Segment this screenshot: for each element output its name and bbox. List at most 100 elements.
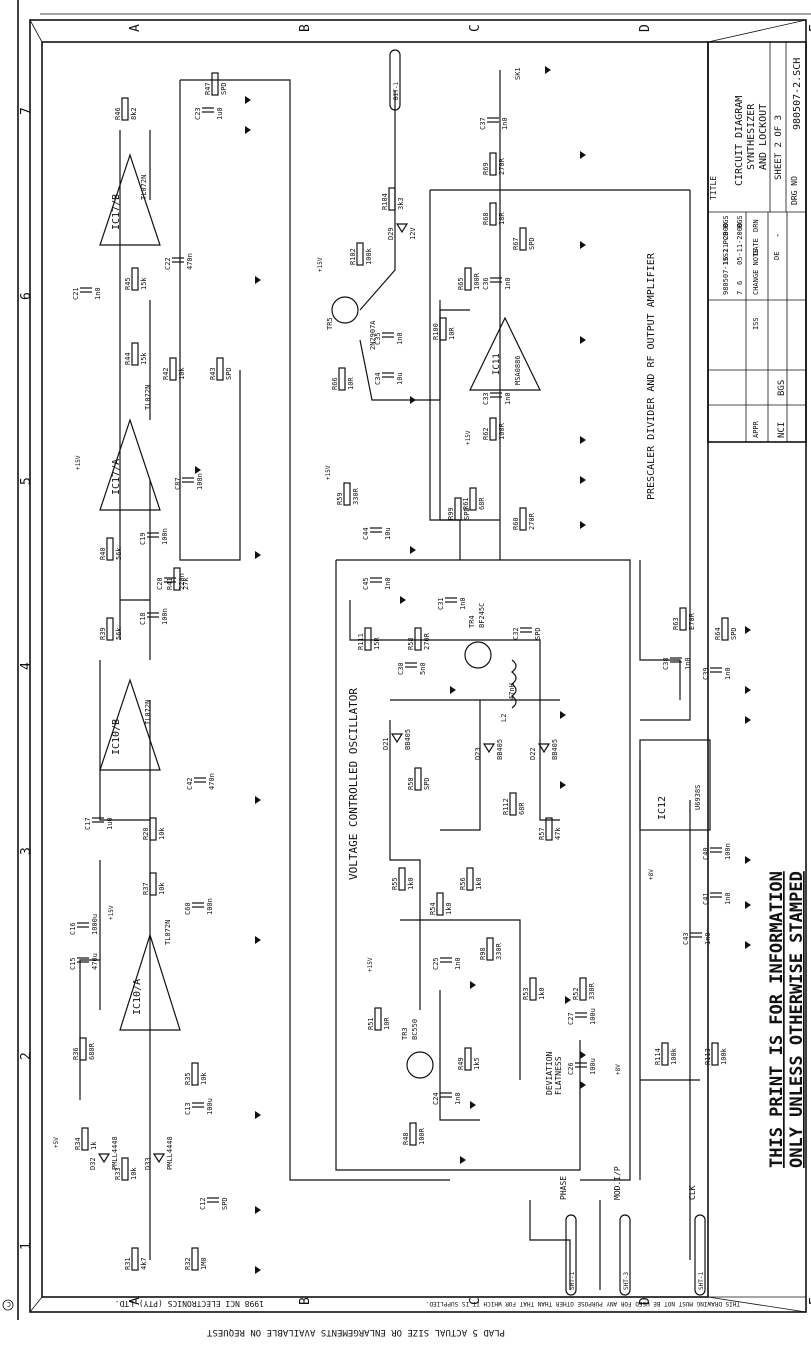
corner-tl bbox=[29, 19, 43, 43]
resistor-r35-body bbox=[191, 1062, 199, 1086]
capacitor-c16-ref: C16 bbox=[69, 922, 77, 935]
capacitor-c26-ref: C26 bbox=[567, 1062, 575, 1075]
stamp-line-2: ONLY UNLESS OTHERWISE STAMPED bbox=[787, 871, 807, 1168]
clk-ref: SHT-1 bbox=[698, 1272, 705, 1290]
resistor-r64-ref: R64 bbox=[714, 627, 722, 640]
resistor-r43-body bbox=[216, 357, 224, 381]
tr3-part: BC550 bbox=[411, 1019, 419, 1040]
diode-d22-symbol bbox=[537, 743, 551, 754]
title-line-1: CIRCUIT DIAGRAM bbox=[734, 96, 745, 186]
resistor-r33-value: 10k bbox=[130, 1167, 138, 1180]
resistor-r102-body bbox=[356, 242, 364, 266]
resistor-r62-body bbox=[489, 417, 497, 441]
resistor-r113-body bbox=[711, 1042, 719, 1066]
resistor-r39-body bbox=[106, 617, 114, 641]
resistor-r59-value: 330R bbox=[352, 487, 360, 505]
bottom-note: PLAD 5 ACTUAL SIZE OR ENLARGEMENTS AVAIL… bbox=[206, 1327, 505, 1337]
resistor-r33-body bbox=[121, 1157, 129, 1181]
resistor-r55-ref: R55 bbox=[391, 877, 399, 890]
resistor-r99-ref: R99 bbox=[447, 507, 455, 520]
ground-icon bbox=[580, 476, 586, 484]
capacitor-c22-ref: C22 bbox=[164, 257, 172, 270]
resistor-r98-body bbox=[486, 937, 494, 961]
resistor-r20-ref: R20 bbox=[142, 827, 150, 840]
ground-icon bbox=[745, 686, 751, 694]
resistor-r36-body bbox=[79, 1037, 87, 1061]
grid-row-1: 1 bbox=[19, 1242, 34, 1250]
capacitor-c21-ref: C21 bbox=[72, 287, 80, 300]
modip-ref: SHT-3 bbox=[623, 1272, 630, 1290]
ground-icon bbox=[580, 151, 586, 159]
resistor-r34-ref: R34 bbox=[74, 1137, 82, 1150]
outer-frame bbox=[29, 19, 807, 1313]
capacitor-c13-value: 100u bbox=[206, 1098, 214, 1115]
resistor-r112-value: 68R bbox=[518, 802, 526, 815]
ground-icon bbox=[195, 466, 201, 474]
diode-d22-part: BB405 bbox=[551, 739, 559, 760]
resistor-r56-body bbox=[466, 867, 474, 891]
supply-rail-label-4: +15V bbox=[367, 957, 374, 972]
resistor-r100-ref: R100 bbox=[432, 323, 440, 340]
resistor-r53-value: 1k0 bbox=[538, 987, 546, 1000]
resistor-r65-body bbox=[464, 267, 472, 291]
rev-2-drn: BGS bbox=[736, 215, 744, 228]
resistor-r68-ref: R68 bbox=[482, 212, 490, 225]
ground-icon bbox=[255, 1111, 261, 1119]
capacitor-c34-value: 10u bbox=[396, 372, 404, 385]
capacitor-c37-ref: C37 bbox=[479, 117, 487, 130]
capacitor-c44-ref: C44 bbox=[362, 527, 370, 540]
resistor-r54-value: 1k0 bbox=[445, 902, 453, 915]
title-line-2: SYNTHESIZER bbox=[746, 103, 757, 170]
capacitor-c15-value: 470u bbox=[91, 953, 99, 970]
ground-icon bbox=[460, 1156, 466, 1164]
resistor-r111-ref: R111 bbox=[357, 633, 365, 650]
capacitor-c16-value: 1000u bbox=[91, 914, 99, 935]
capacitor-c20-value: 220n bbox=[178, 573, 186, 590]
resistor-r104-ref: R104 bbox=[381, 193, 389, 210]
supply-rail-label-1: +15V bbox=[325, 465, 332, 480]
resistor-r66-body bbox=[338, 367, 346, 391]
capacitor-c35-ref: C35 bbox=[374, 332, 382, 345]
resistor-r40-value: 56k bbox=[115, 547, 123, 560]
resistor-r99-body bbox=[454, 497, 462, 521]
resistor-r55-value: 1k0 bbox=[407, 877, 415, 890]
ground-icon bbox=[565, 996, 571, 1004]
resistor-r41-value: 27k bbox=[182, 577, 190, 590]
grid-columns-bottom: ABCDEFG bbox=[128, 1297, 811, 1305]
capacitor-c24-value: 1n0 bbox=[454, 1092, 462, 1105]
resistor-r45-body bbox=[131, 267, 139, 291]
capacitor-c32-value: SPD bbox=[534, 627, 542, 640]
resistor-r31-value: 4k7 bbox=[140, 1257, 148, 1270]
ground-icon bbox=[745, 901, 751, 909]
grid-col-bottom-a: A bbox=[128, 1297, 143, 1305]
capacitor-c30-value: 5n0 bbox=[419, 662, 427, 675]
resistor-r61-ref: R61 bbox=[462, 497, 470, 510]
supply-rail-label-6: +5V bbox=[53, 1137, 60, 1148]
resistor-r100-body bbox=[439, 317, 447, 341]
ic12-box bbox=[639, 739, 711, 831]
opamp-ic10b bbox=[99, 678, 161, 771]
bit1-ref: BIT-1 bbox=[393, 82, 400, 100]
rev-2-date: 05-11-2000 bbox=[736, 223, 744, 265]
resistor-r43-ref: R43 bbox=[209, 367, 217, 380]
resistor-r113-ref: R113 bbox=[704, 1048, 712, 1065]
resistor-r62-value: 100R bbox=[498, 422, 506, 440]
resistor-r61-body bbox=[469, 487, 477, 511]
resistor-r54-body bbox=[436, 892, 444, 916]
ic12-part: U6938S bbox=[694, 785, 702, 810]
resistor-r46-body bbox=[121, 97, 129, 121]
diode-d33-part: PMLL4448 bbox=[166, 1136, 174, 1170]
resistor-r64-body bbox=[721, 617, 729, 641]
footer-notice: THIS DRAWING MUST NOT BE USED FOR ANY PU… bbox=[426, 1300, 740, 1307]
resistor-r57-body bbox=[545, 817, 553, 841]
opamp-ic17a bbox=[99, 418, 161, 511]
phase-connector bbox=[565, 1214, 577, 1296]
resistor-r58-value: 270R bbox=[423, 632, 431, 650]
resistor-r52-body bbox=[579, 977, 587, 1001]
resistor-r37-ref: R37 bbox=[142, 882, 150, 895]
capacitor-c39-value: 1n0 bbox=[724, 667, 732, 680]
grid-col-bottom-b: B bbox=[298, 1297, 313, 1305]
resistor-r39-ref: R39 bbox=[99, 627, 107, 640]
